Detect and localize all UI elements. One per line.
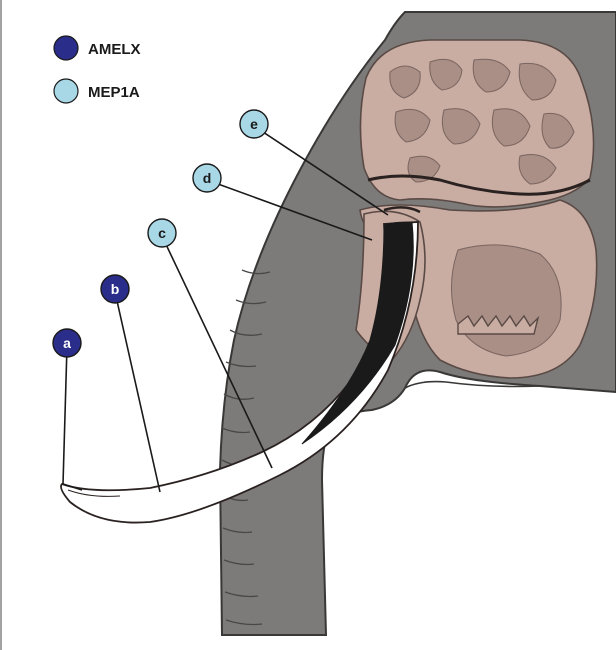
callout-letter-a: a	[63, 335, 71, 351]
callout-letter-b: b	[111, 281, 120, 297]
legend-swatch-amelx	[53, 35, 79, 61]
skull-brow	[367, 174, 591, 196]
callout-marker-b: b	[100, 274, 130, 304]
legend-item-amelx: AMELX	[53, 35, 141, 61]
tusk	[60, 221, 419, 524]
legend-label-amelx: AMELX	[88, 41, 141, 58]
molar-teeth	[457, 314, 540, 335]
callout-line-b	[114, 291, 161, 493]
callout-letter-c: c	[158, 225, 166, 241]
callout-letter-d: d	[203, 170, 212, 186]
callout-line-c	[161, 235, 273, 469]
callout-line-a-tip	[62, 483, 83, 491]
legend: AMELX MEP1A	[53, 35, 141, 104]
tusk-pulp-cavity	[301, 221, 414, 445]
callout-markers: a b c d e	[52, 109, 269, 358]
tusk-body	[60, 221, 419, 524]
legend-label-mep1a: MEP1A	[88, 84, 140, 101]
callout-lines	[62, 125, 389, 493]
legend-item-mep1a: MEP1A	[53, 78, 140, 104]
callout-line-a	[62, 345, 68, 485]
callout-line-d	[206, 179, 373, 241]
callout-circle-a	[52, 328, 82, 358]
skull-sinuses	[389, 58, 575, 185]
callout-marker-c: c	[147, 218, 177, 248]
callout-marker-e: e	[239, 109, 269, 139]
tusk-tip-inner	[67, 489, 121, 497]
tusk-socket-highlight	[383, 206, 421, 214]
callout-marker-a: a	[52, 328, 82, 358]
callout-circle-c	[147, 218, 177, 248]
callout-circle-e	[239, 109, 269, 139]
mouth-line	[404, 380, 541, 389]
skull	[355, 39, 598, 379]
callout-marker-d: d	[192, 163, 222, 193]
legend-swatch-mep1a	[53, 78, 79, 104]
callout-circle-b	[100, 274, 130, 304]
callout-letter-e: e	[250, 116, 258, 132]
callout-line-e	[253, 125, 389, 216]
callout-circle-d	[192, 163, 222, 193]
